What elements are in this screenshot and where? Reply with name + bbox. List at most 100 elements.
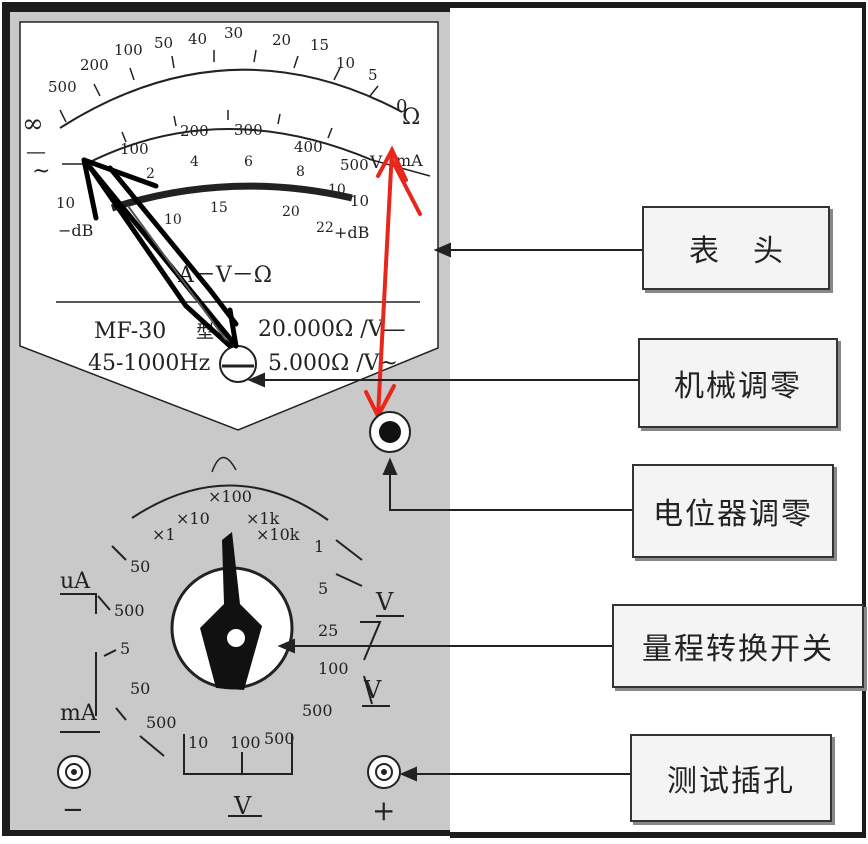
ac-volt-bottom-label: V <box>233 792 252 820</box>
volt-unit-bars <box>362 615 404 707</box>
meter-needle <box>127 205 227 341</box>
dc-volt-labels: 1 5 25 100 500 V V <box>302 537 394 720</box>
ua-range-50: 50 <box>130 557 150 576</box>
ohm-tick <box>129 67 135 81</box>
v-tick <box>121 131 127 143</box>
dc-symbol: — <box>26 139 46 163</box>
ac-sensitivity: 5.000Ω /V~ <box>268 351 398 376</box>
db-label-10: 10 <box>164 212 182 228</box>
pointer-stem <box>227 307 239 349</box>
ma-range-50: 50 <box>130 679 150 698</box>
callout-range-switch: 量程转换开关 <box>612 604 864 688</box>
ma-bracket <box>60 649 165 757</box>
v-tick <box>327 127 333 139</box>
ua-bracket <box>60 545 127 614</box>
ohm-tick <box>369 85 379 97</box>
v-label-500: 500 <box>340 156 369 174</box>
ohm-tick <box>59 109 67 123</box>
db-left-label: −dB <box>58 221 93 240</box>
model-name: MF-30 <box>94 319 166 344</box>
red-arrow-shaft <box>376 148 394 418</box>
infinity-symbol: ∞ <box>22 109 44 139</box>
ma-range-5: 5 <box>120 639 130 658</box>
db-scale-labels: 10 15 20 22 10 −dB 10 +dB <box>56 192 369 242</box>
ohm-scale-labels: 500 200 100 50 40 30 20 15 10 5 0 Ω ∞ — … <box>22 24 420 184</box>
frequency-range: 45-1000Hz <box>88 351 210 376</box>
pointer-mark <box>81 157 159 221</box>
jack-minus-label: − <box>62 795 84 825</box>
ohm-range-x1k: ×1k <box>246 509 280 528</box>
red-arrow-head-top <box>376 145 408 182</box>
dc-volt-100: 100 <box>318 659 349 678</box>
callout-range-text: 量程转换开关 <box>642 632 834 667</box>
ohm-label-15: 15 <box>310 36 329 54</box>
db-label-15: 15 <box>210 200 228 216</box>
leader-range-arrow <box>277 638 295 654</box>
db-right-top: 10 <box>350 192 369 210</box>
v-label-300: 300 <box>234 121 263 139</box>
screw-head[interactable] <box>219 345 257 383</box>
ohm-ticks <box>59 49 379 123</box>
v-label-400: 400 <box>294 138 323 156</box>
jack-negative-inner <box>65 763 83 781</box>
v-scale-arc <box>85 128 373 165</box>
leader-pot <box>389 470 632 511</box>
dc-volt-unit: V <box>375 588 394 616</box>
dc-volt-500: 500 <box>302 701 333 720</box>
callout-mech-text: 机械调零 <box>674 369 802 404</box>
leader-pot-arrow <box>382 457 398 475</box>
ohm-label-0: 0 <box>396 96 407 117</box>
ohm-label-40: 40 <box>188 30 207 48</box>
v-label-100: 100 <box>120 140 149 158</box>
db-label-22: 22 <box>316 220 334 236</box>
meter-face <box>19 21 439 431</box>
jack-positive[interactable] <box>367 755 401 789</box>
ohm-label-20: 20 <box>272 31 291 49</box>
ohm-range-x10: ×10 <box>176 509 210 528</box>
ohm-tick <box>93 83 101 97</box>
ma-unit-label: mA <box>60 701 98 726</box>
ohm-label-100: 100 <box>114 41 143 59</box>
ac-volt-unit: V <box>363 676 382 704</box>
callout-mechanical-zero: 机械调零 <box>638 338 838 428</box>
jack-positive-inner <box>375 763 393 781</box>
ohm-range-x10k: ×10k <box>256 525 300 544</box>
dc-volt-brackets <box>335 539 382 705</box>
ac-volt-10: 10 <box>188 733 208 752</box>
ohm-range-x100: ×100 <box>208 487 252 506</box>
pointer-sketch <box>89 165 239 349</box>
callout-header-text: 表头 <box>689 234 817 269</box>
dc-volt-5: 5 <box>318 579 328 598</box>
v-label-200: 200 <box>180 122 209 140</box>
ohm-scale-arc <box>59 68 403 129</box>
v-ticks <box>121 110 333 143</box>
range-switch-knob[interactable] <box>200 532 262 690</box>
callout-test-jack: 测试插孔 <box>630 734 832 822</box>
v-tick <box>277 113 281 125</box>
range-switch-indicator <box>227 629 245 647</box>
pointer-annotation <box>81 157 239 349</box>
v-sub-label-2: 2 <box>146 166 155 182</box>
leader-jack-arrow <box>399 766 417 782</box>
callout-jack-text: 测试插孔 <box>667 764 795 799</box>
ohm-tick <box>171 55 175 69</box>
ma-unit-label: mA <box>396 151 423 170</box>
jack-negative[interactable] <box>57 755 91 789</box>
ohm-label-200: 200 <box>80 56 109 74</box>
ohm-tick <box>333 67 341 81</box>
leader-header-arrow <box>433 242 451 258</box>
ac-volt-bracket <box>183 734 293 775</box>
v-sub-label-6: 6 <box>244 154 253 170</box>
v-tick <box>173 115 177 127</box>
ua-range-500: 500 <box>114 601 145 620</box>
ohm-label-500: 500 <box>48 78 77 96</box>
potentiometer-knob[interactable] <box>369 411 411 453</box>
dc-volt-1: 1 <box>314 537 324 556</box>
dc-volt-25: 25 <box>318 621 338 640</box>
v-sub-label-4: 4 <box>190 154 199 170</box>
mechanical-zero-screw[interactable] <box>219 345 257 383</box>
jack-plus-label: + <box>372 794 395 827</box>
ohm-symbol: Ω <box>402 105 420 130</box>
range-switch[interactable] <box>170 532 294 690</box>
